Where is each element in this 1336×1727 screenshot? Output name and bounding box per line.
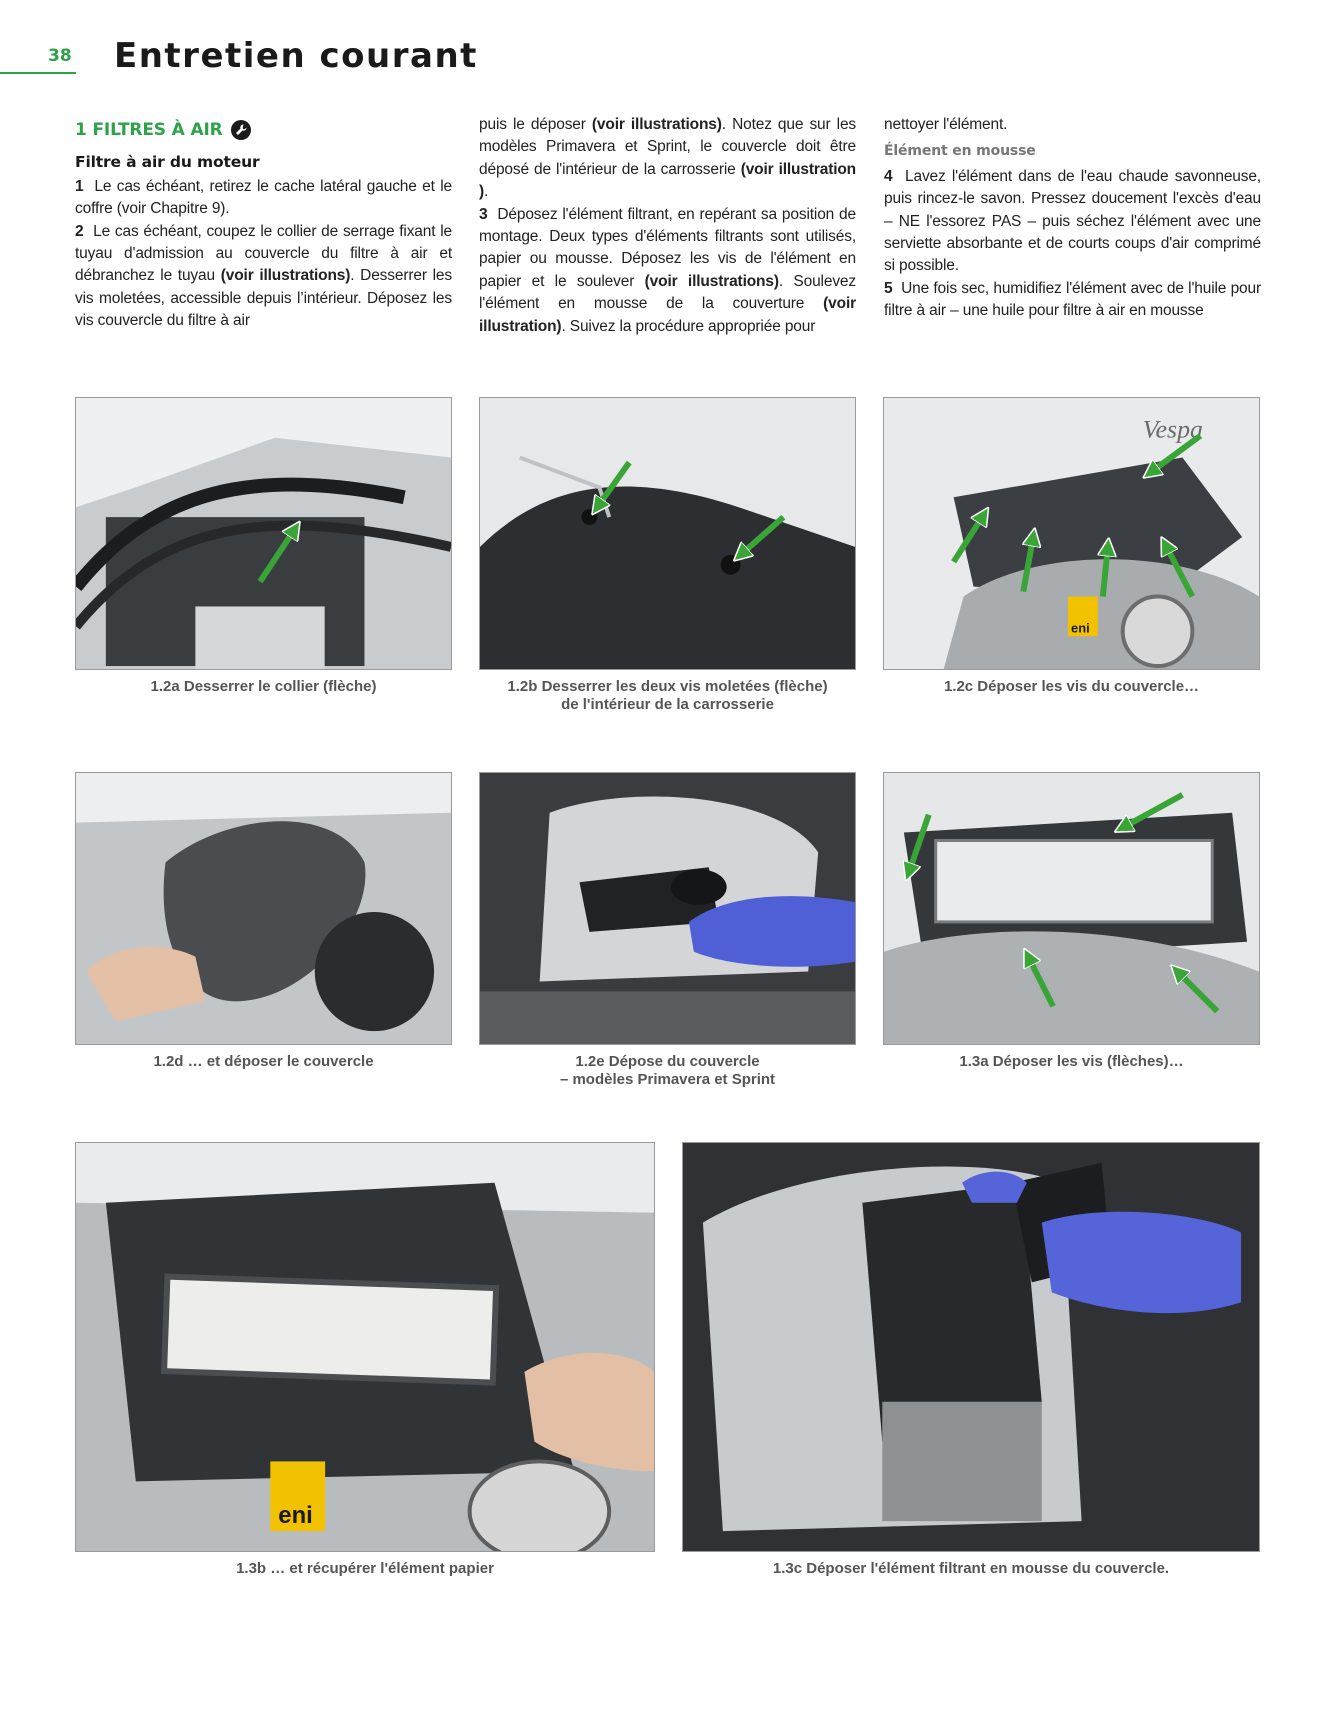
step-number-2: 2 — [75, 222, 84, 240]
step-number-4: 4 — [884, 167, 893, 185]
paragraph-3-text-a: Déposez l'élément filtrant, en repérant … — [479, 205, 856, 290]
arrow-indicator — [257, 529, 295, 584]
eni-logo-text: eni — [1071, 620, 1090, 635]
photo-1-2b — [479, 397, 856, 670]
page-number-rule — [0, 72, 76, 74]
paragraph-2-text-a: Le cas échéant, coupez le collier de ser… — [75, 222, 452, 285]
paragraph-2-text-b: . Desserrer les vis moletées, accessible… — [75, 267, 452, 330]
arrow-indicator — [597, 460, 632, 508]
text-column-2: puis le déposer (voir illustrations). No… — [479, 114, 856, 338]
page-title: Entretien courant — [114, 36, 478, 76]
paragraph-3-ref-a: (voir illustrations) — [644, 272, 779, 290]
paragraph-3-text-b: . Soulevez l'élément en mousse de la cou… — [479, 272, 856, 313]
arrow-indicator — [1103, 547, 1108, 597]
arrow-indicator — [1165, 545, 1196, 598]
caption-1-2c: 1.2c Déposer les vis du couvercle… — [883, 678, 1260, 696]
caption-line-1: 1.2c Déposer les vis du couvercle… — [943, 678, 1200, 695]
photo-1-2a — [75, 397, 452, 670]
paragraph-4: 4 Lavez l'élément dans de l'eau chaude s… — [884, 166, 1261, 278]
caption-line-1: 1.2e Dépose du couvercle — [575, 1053, 760, 1070]
caption-1-2b: 1.2b Desserrer les deux vis moletées (fl… — [479, 678, 856, 714]
paragraph-3-text-c: . Suivez la procédure appropriée pour — [561, 317, 816, 335]
caption-line-2: – modèles Primavera et Sprint — [559, 1071, 776, 1088]
photo-1-3a — [883, 772, 1260, 1045]
caption-line-1: 1.2d … et déposer le couvercle — [153, 1053, 374, 1070]
arrow-indicator — [1177, 972, 1220, 1014]
photo-1-2e — [479, 772, 856, 1045]
paragraph-2-cont-ref-a: (voir illustrations) — [591, 116, 722, 133]
page-header: 38 Entretien courant — [0, 30, 500, 80]
caption-line-1: 1.2a Desserrer le collier (flèche) — [150, 678, 377, 695]
page-number: 38 — [48, 46, 72, 66]
eni-logo-text: eni — [278, 1502, 313, 1529]
photo-1-2d — [75, 772, 452, 1045]
arrow-indicator — [1028, 957, 1056, 1008]
step-number-1: 1 — [75, 177, 84, 195]
step-number-3: 3 — [479, 205, 488, 223]
subhead-foam-element: Élément en mousse — [884, 143, 1036, 160]
paragraph-1: 1 Le cas échéant, retirez le cache latér… — [75, 176, 452, 221]
caption-1-2a: 1.2a Desserrer le collier (flèche) — [75, 678, 452, 696]
caption-1-2e: 1.2e Dépose du couvercle – modèles Prima… — [479, 1053, 856, 1089]
caption-line-1: 1.3c Déposer l'élément filtrant en mouss… — [772, 1560, 1170, 1577]
arrow-indicator — [1020, 537, 1033, 593]
photo-1-2c: Vespa eni — [883, 397, 1260, 670]
section-title: 1 FILTRES À AIR — [75, 119, 452, 141]
text-column-1: 1 FILTRES À AIR Filtre à air du moteur 1… — [75, 114, 452, 333]
wrench-icon — [230, 120, 251, 141]
photo-1-3b: eni — [75, 1142, 655, 1552]
caption-line-1: 1.2b Desserrer les deux vis moletées (fl… — [507, 678, 828, 695]
paragraph-5-text: Une fois sec, humidifiez l'élément avec … — [884, 279, 1261, 320]
paragraph-3-ref-b: (voir illustration) — [479, 295, 856, 335]
arrow-indicator — [909, 813, 932, 873]
caption-line-1: 1.3a Déposer les vis (flèches)… — [959, 1053, 1184, 1070]
arrow-indicator — [741, 514, 786, 555]
caption-line-2: de l'intérieur de la carrosserie — [561, 696, 774, 713]
arrow-indicator — [1151, 433, 1203, 473]
caption-1-2d: 1.2d … et déposer le couvercle — [75, 1053, 452, 1071]
paragraph-3-cont: nettoyer l'élément. — [884, 116, 1008, 133]
paragraph-2-ref: (voir illustrations) — [220, 267, 351, 285]
paragraph-2-cont-text-a: puis le déposer — [479, 116, 592, 133]
step-number-5: 5 — [884, 279, 893, 297]
caption-1-3a: 1.3a Déposer les vis (flèches)… — [883, 1053, 1260, 1071]
arrow-indicator — [951, 515, 984, 564]
paragraph-1-text: Le cas échéant, retirez le cache latéral… — [75, 177, 452, 218]
paragraph-2-cont-text-c: . — [484, 183, 489, 201]
subhead-engine-air-filter: Filtre à air du moteur — [75, 153, 260, 172]
caption-1-3c: 1.3c Déposer l'élément filtrant en mouss… — [682, 1560, 1260, 1578]
caption-1-3b: 1.3b … et récupérer l'élément papier — [75, 1560, 655, 1578]
photo-1-3c — [682, 1142, 1260, 1552]
caption-line-1: 1.3b … et récupérer l'élément papier — [236, 1560, 494, 1577]
text-column-3: nettoyer l'élément. Élément en mousse 4 … — [884, 114, 1261, 323]
paragraph-2-cont-text-b: . Notez que sur les modèles Primavera et… — [479, 116, 857, 178]
paragraph-3: 3 Déposez l'élément filtrant, en repéran… — [479, 204, 856, 338]
section-title-text: 1 FILTRES À AIR — [75, 120, 223, 140]
paragraph-4-text: Lavez l'élément dans de l'eau chaude sav… — [884, 167, 1261, 275]
arrow-indicator — [1123, 792, 1184, 828]
paragraph-2-cont-ref-b: (voir illustration ) — [479, 160, 857, 201]
paragraph-5: 5 Une fois sec, humidifiez l'élément ave… — [884, 278, 1261, 323]
paragraph-2: 2 Le cas échéant, coupez le collier de s… — [75, 221, 452, 333]
paragraph-2-cont: puis le déposer (voir illustrations). No… — [479, 114, 856, 204]
